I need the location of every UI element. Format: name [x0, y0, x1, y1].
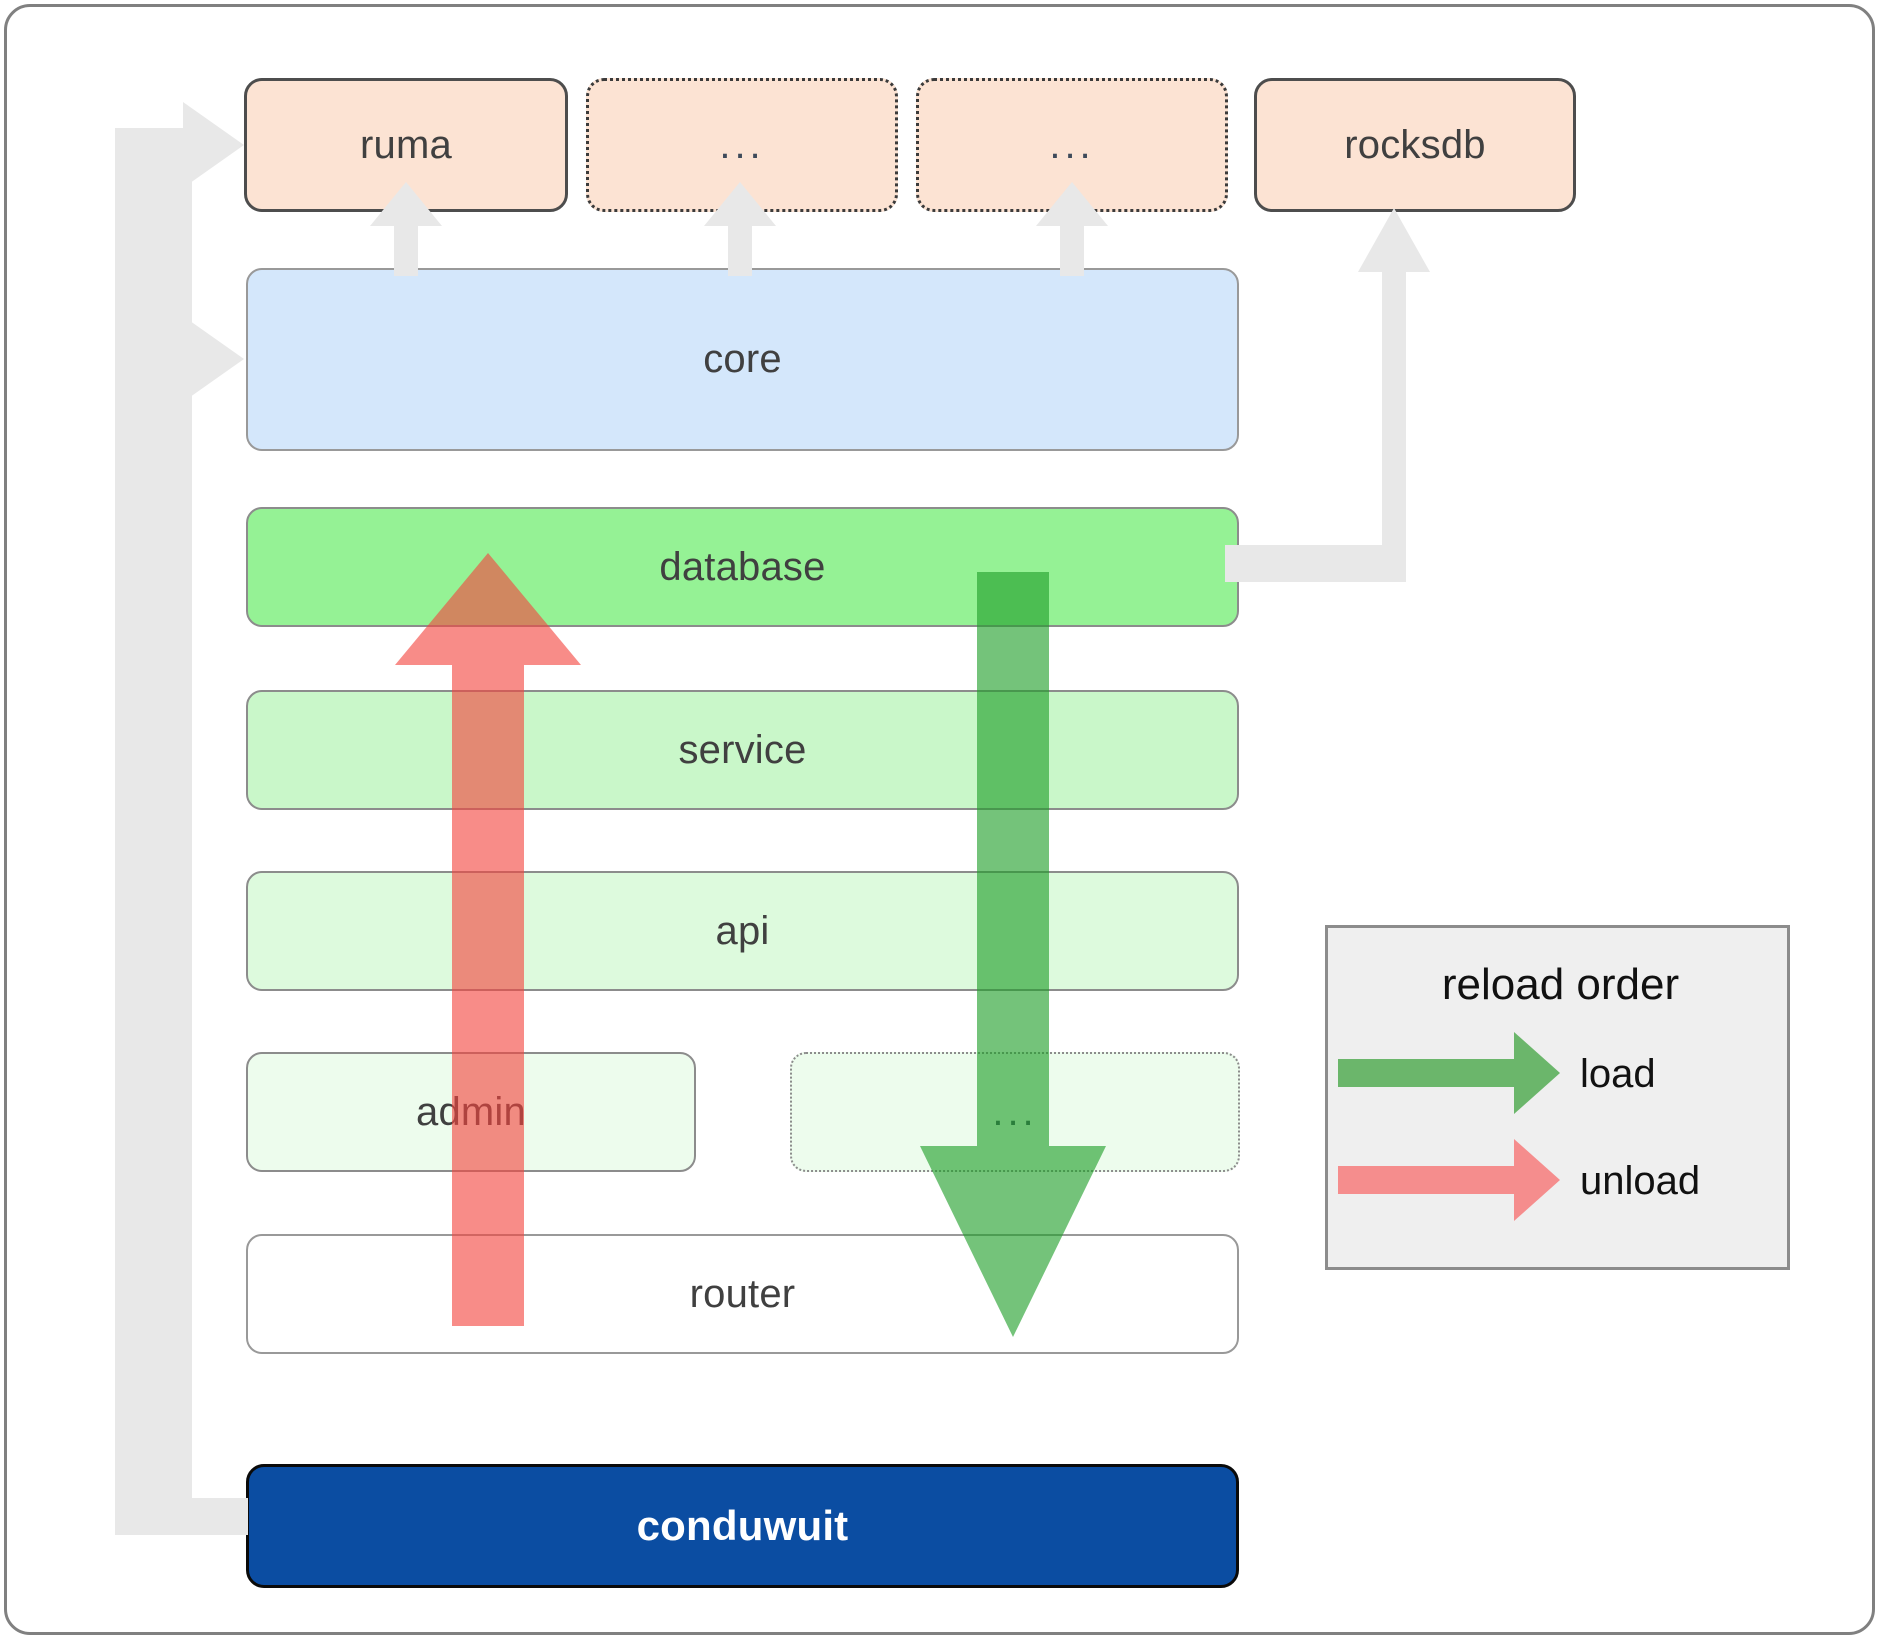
dependency-label-etc-1: ... — [719, 123, 765, 167]
dependency-node-etc-2[interactable]: ... — [916, 78, 1228, 212]
dependency-node-etc-1[interactable]: ... — [586, 78, 898, 212]
dependency-label-rocksdb: rocksdb — [1344, 122, 1486, 167]
layer-label-database: database — [659, 544, 826, 589]
layer-node-router[interactable]: router — [246, 1234, 1239, 1354]
legend-label-load: load — [1580, 1052, 1656, 1096]
layer-label-etc: ... — [992, 1090, 1038, 1134]
layer-node-admin[interactable]: admin — [246, 1052, 696, 1172]
legend-panel: reload order load unload — [1325, 925, 1790, 1270]
dependency-node-rocksdb[interactable]: rocksdb — [1254, 78, 1576, 212]
unload-arrow-icon — [1338, 1139, 1560, 1221]
legend-label-unload: unload — [1580, 1159, 1701, 1203]
binary-node-conduwuit[interactable]: conduwuit — [246, 1464, 1239, 1588]
layer-node-core[interactable]: core — [246, 268, 1239, 451]
dependency-label-ruma: ruma — [360, 122, 452, 167]
load-arrow-icon — [1338, 1032, 1560, 1114]
layer-node-api[interactable]: api — [246, 871, 1239, 991]
layer-label-core: core — [703, 337, 782, 381]
legend-title: reload order — [1441, 960, 1680, 1009]
layer-node-database[interactable]: database — [246, 507, 1239, 627]
legend-arrow-icons — [1338, 1032, 1560, 1221]
layer-node-etc[interactable]: ... — [790, 1052, 1240, 1172]
diagram-frame — [4, 4, 1875, 1635]
dependency-label-etc-2: ... — [1049, 123, 1095, 167]
layer-node-service[interactable]: service — [246, 690, 1239, 810]
layer-label-router: router — [689, 1271, 796, 1316]
binary-label-conduwuit: conduwuit — [636, 1502, 849, 1549]
dependency-node-ruma[interactable]: ruma — [244, 78, 568, 212]
layer-label-admin: admin — [416, 1089, 526, 1134]
layer-label-service: service — [678, 727, 807, 772]
layer-label-api: api — [715, 908, 770, 953]
